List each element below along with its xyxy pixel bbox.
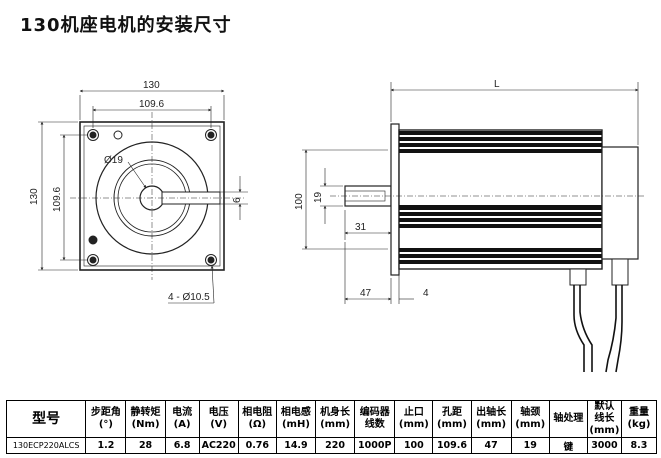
table-cell: 6.8	[164, 437, 200, 454]
side-rear-cap	[601, 146, 639, 260]
table-cell: 3000	[586, 437, 622, 454]
side-body	[398, 129, 603, 270]
table-cell: 0.76	[237, 437, 277, 454]
front-height-label: 130	[29, 188, 40, 205]
cable-gland-1	[569, 268, 587, 286]
table-cell: 19	[510, 437, 550, 454]
mount-hole-label: 4 - Ø10.5	[168, 292, 210, 303]
side-fins-top	[399, 131, 602, 153]
column-header: 轴处理	[548, 400, 588, 438]
side-view	[302, 82, 645, 373]
shaft-length-label: 31	[355, 222, 367, 233]
front-width-label: 130	[143, 80, 160, 91]
column-header: 孔距 (mm)	[432, 400, 472, 438]
column-header: 出轴长 (mm)	[470, 400, 512, 438]
column-header: 默认 线长 (mm)	[586, 400, 622, 438]
table-cell: 100	[394, 437, 434, 454]
front-view	[38, 89, 248, 304]
table-cell: 8.3	[620, 437, 658, 454]
flange-label: 47	[360, 288, 372, 299]
mount-hole-br	[205, 254, 217, 266]
cable-2	[605, 285, 617, 373]
page-title: 130机座电机的安装尺寸	[20, 15, 232, 36]
column-header: 相电阻 (Ω)	[237, 400, 277, 438]
length-label: L	[494, 79, 500, 90]
column-header: 轴颈 (mm)	[510, 400, 550, 438]
side-shaft-dia-label: 19	[313, 191, 324, 203]
key-width-label: 6	[232, 197, 243, 203]
column-header: 止口 (mm)	[394, 400, 434, 438]
table-cell: 28	[125, 437, 166, 454]
side-fins-mid	[399, 205, 602, 228]
table-cell: 键	[548, 437, 588, 454]
mount-hole-tr	[205, 129, 217, 141]
cable-gland-2	[611, 258, 629, 286]
front-holespan-v-label: 109.6	[52, 187, 63, 212]
header-model: 型号	[5, 400, 87, 438]
column-header: 相电感 (mH)	[275, 400, 317, 438]
spec-header-row: 型号步距角 (°)静转矩 (Nm)电流 (A)电压 (V)相电阻 (Ω)相电感 …	[5, 400, 658, 438]
column-header: 电压 (V)	[198, 400, 239, 438]
shaft-dia-label: Ø19	[104, 155, 123, 166]
side-fins-bottom	[399, 248, 602, 264]
table-cell: 109.6	[432, 437, 472, 454]
table-cell: 1.2	[85, 437, 127, 454]
column-header: 机身长 (mm)	[314, 400, 356, 438]
column-header: 电流 (A)	[164, 400, 200, 438]
column-header: 重量 (kg)	[620, 400, 658, 438]
table-cell: AC220	[198, 437, 239, 454]
spec-table: 型号步距角 (°)静转矩 (Nm)电流 (A)电压 (V)相电阻 (Ω)相电感 …	[5, 400, 658, 454]
lip-label: 4	[423, 288, 429, 299]
column-header: 编码器 线数	[354, 400, 396, 438]
column-header: 静转矩 (Nm)	[125, 400, 166, 438]
side-height-label: 100	[294, 193, 305, 210]
cable-1	[573, 285, 585, 372]
table-cell: 220	[314, 437, 356, 454]
column-header: 步距角 (°)	[85, 400, 127, 438]
front-holespan-label: 109.6	[139, 99, 164, 110]
table-cell: 14.9	[275, 437, 317, 454]
motor-drawing: 130 109.6 130 109.6 Ø19 6 4 - Ø10.5	[29, 79, 645, 373]
side-flange	[390, 123, 400, 276]
cell-model: 130ECP220ALCS	[5, 437, 87, 454]
table-cell: 1000P	[354, 437, 396, 454]
table-cell: 47	[470, 437, 512, 454]
